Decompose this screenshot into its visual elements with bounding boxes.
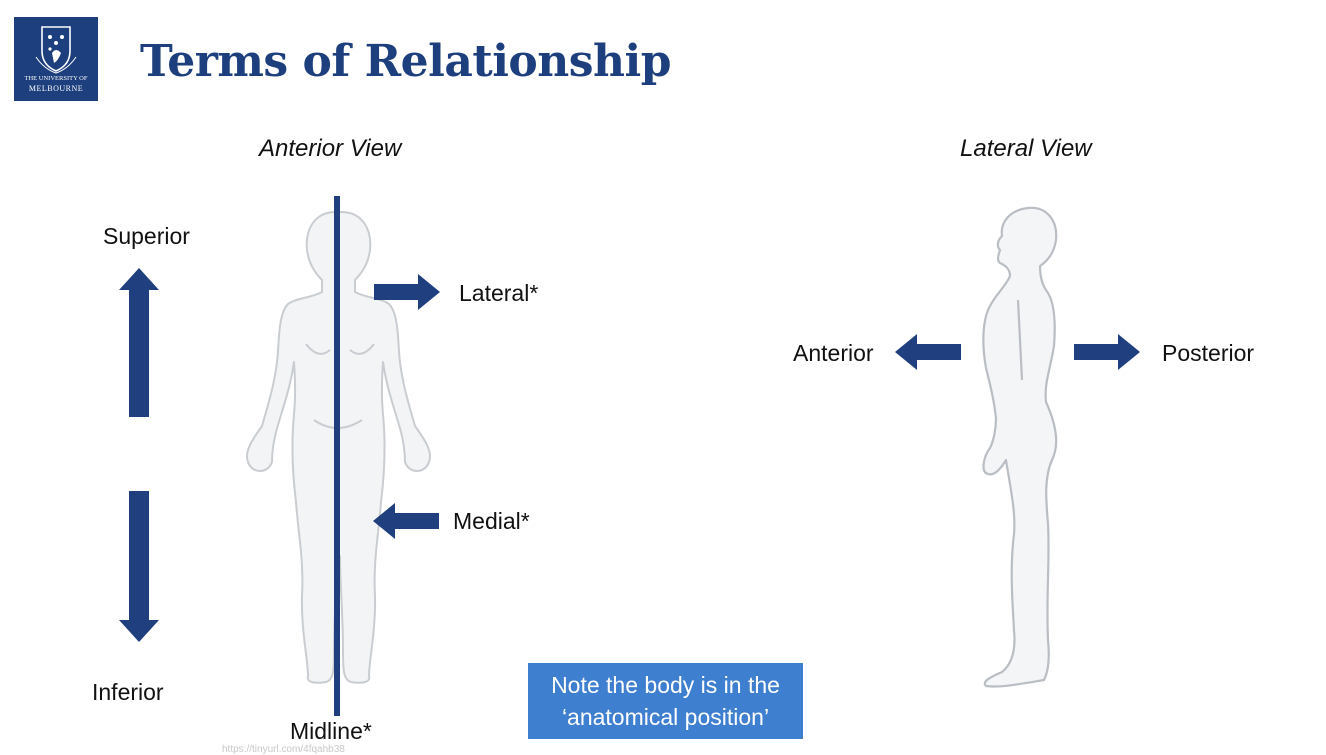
lateral-body-figure [982,206,1058,688]
page-title: Terms of Relationship [140,36,672,87]
superior-arrow [119,268,159,417]
posterior-label: Posterior [1162,340,1255,366]
logo-text-line2: MELBOURNE [28,84,84,93]
inferior-arrow [119,491,159,642]
anatomical-position-note: Note the body is in the ‘anatomical posi… [528,663,803,739]
lateral-view-heading: Lateral View [960,135,1092,162]
midline-label: Midline* [290,718,372,744]
anterior-arrow [895,334,961,370]
note-line-2: ‘anatomical position’ [561,704,770,730]
superior-label: Superior [103,223,190,249]
image-source-url: https://tinyurl.com/4fqahb38 [222,744,345,755]
note-line-1: Note the body is in the [551,672,780,698]
midline-line [334,196,340,716]
lateral-arrow [374,274,440,310]
crest-icon [35,26,77,74]
inferior-label: Inferior [92,679,164,705]
lateral-label: Lateral* [459,280,539,306]
anterior-label: Anterior [793,340,874,366]
posterior-arrow [1074,334,1140,370]
medial-arrow [373,503,439,539]
university-logo: THE UNIVERSITY OF MELBOURNE [14,17,98,101]
anterior-view-heading: Anterior View [259,135,402,162]
logo-text-line1: THE UNIVERSITY OF [24,75,88,82]
medial-label: Medial* [453,508,530,534]
